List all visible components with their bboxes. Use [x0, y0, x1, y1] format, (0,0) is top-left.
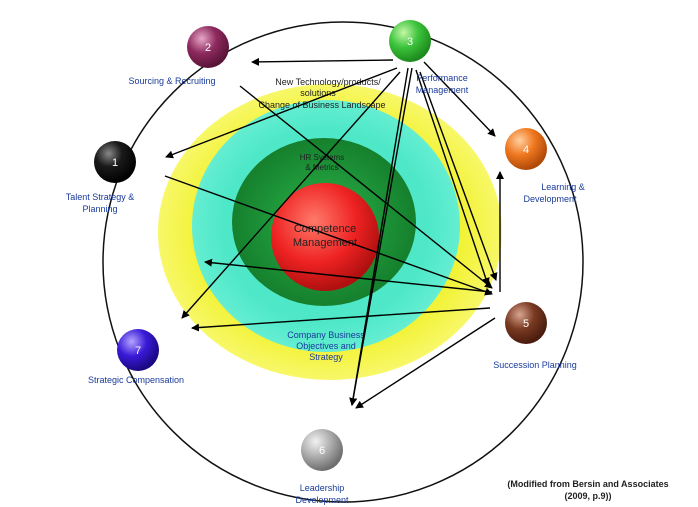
node-7: 7: [117, 329, 159, 371]
arrow-5-to-6: [355, 317, 496, 409]
arrow-3-to-4: [423, 61, 496, 137]
core-label-line1: Competence: [294, 223, 356, 235]
node-1-label-line2: Planning: [82, 204, 117, 214]
node-5: 5: [505, 302, 547, 344]
node-4-number: 4: [523, 144, 529, 156]
node-1: 1: [94, 141, 136, 183]
business-label-line2: Objectives and: [296, 341, 356, 351]
technology-label-line2: solutions: [300, 88, 336, 98]
node-3: 3: [389, 20, 431, 62]
node-2: 2: [187, 26, 229, 68]
node-7-sphere: [117, 329, 159, 371]
arrow-5-to-7: [191, 307, 491, 332]
arrow-2-to-5: [239, 85, 493, 289]
node-6-sphere: [301, 429, 343, 471]
node-5-number: 5: [523, 318, 529, 330]
node-6-label-line1: Leadership: [300, 483, 345, 493]
node-2-label-line1: Sourcing & Recruiting: [128, 76, 215, 86]
node-7-label-line1: Strategic Compensation: [88, 375, 184, 385]
node-6: 6: [301, 429, 343, 471]
arrow-3-to-7a: [181, 71, 401, 319]
core-label-line2: Management: [293, 237, 357, 249]
citation-line2: (2009, p.9)): [564, 491, 612, 501]
node-1-number: 1: [112, 157, 118, 169]
arrow-3-to-5b: [419, 71, 498, 281]
technology-label-line3: Change of Business Landscape: [258, 100, 385, 110]
arrow-3-to-1: [165, 67, 398, 159]
arrow-3-to-6b: [349, 67, 413, 406]
arrow-1-to-5: [164, 175, 493, 296]
hr-systems-label-line1: HR Systems: [300, 153, 344, 162]
node-6-label-line2: Development: [295, 495, 349, 505]
arrow-5-to-3: [204, 258, 493, 293]
node-2-sphere: [187, 26, 229, 68]
arrow-3-to-5a: [415, 69, 490, 286]
node-1-label-line1: Talent Strategy &: [66, 192, 135, 202]
business-label-line1: Company Business: [287, 330, 365, 340]
citation-line1: (Modified from Bersin and Associates: [507, 479, 669, 489]
competence-core: [271, 183, 379, 291]
node-6-number: 6: [319, 445, 325, 457]
node-3-number: 3: [407, 36, 413, 48]
node-4: 4: [505, 128, 547, 170]
citation: (Modified from Bersin and Associates (20…: [478, 478, 698, 502]
connector-arrows: [164, 57, 504, 409]
node-3-sphere: [389, 20, 431, 62]
node-3-label-line2: Management: [416, 85, 469, 95]
node-3-label-line1: Performance: [416, 73, 468, 83]
business-label-line3: Strategy: [309, 352, 343, 362]
outer-ring: [102, 21, 584, 503]
node-4-label-line1: Learning &: [541, 182, 585, 192]
node-1-sphere: [94, 141, 136, 183]
node-2-number: 2: [205, 42, 211, 54]
node-7-number: 7: [135, 345, 141, 357]
hr-systems-label-line2: & Metrics: [305, 163, 338, 172]
node-5-label-line1: Succession Planning: [493, 360, 577, 370]
node-4-sphere: [505, 128, 547, 170]
arrow-3-to-2: [251, 57, 394, 66]
node-4-label-line2: Development: [523, 194, 577, 204]
technology-label-line1: New Technology/products/: [275, 77, 381, 87]
node-5-sphere: [505, 302, 547, 344]
